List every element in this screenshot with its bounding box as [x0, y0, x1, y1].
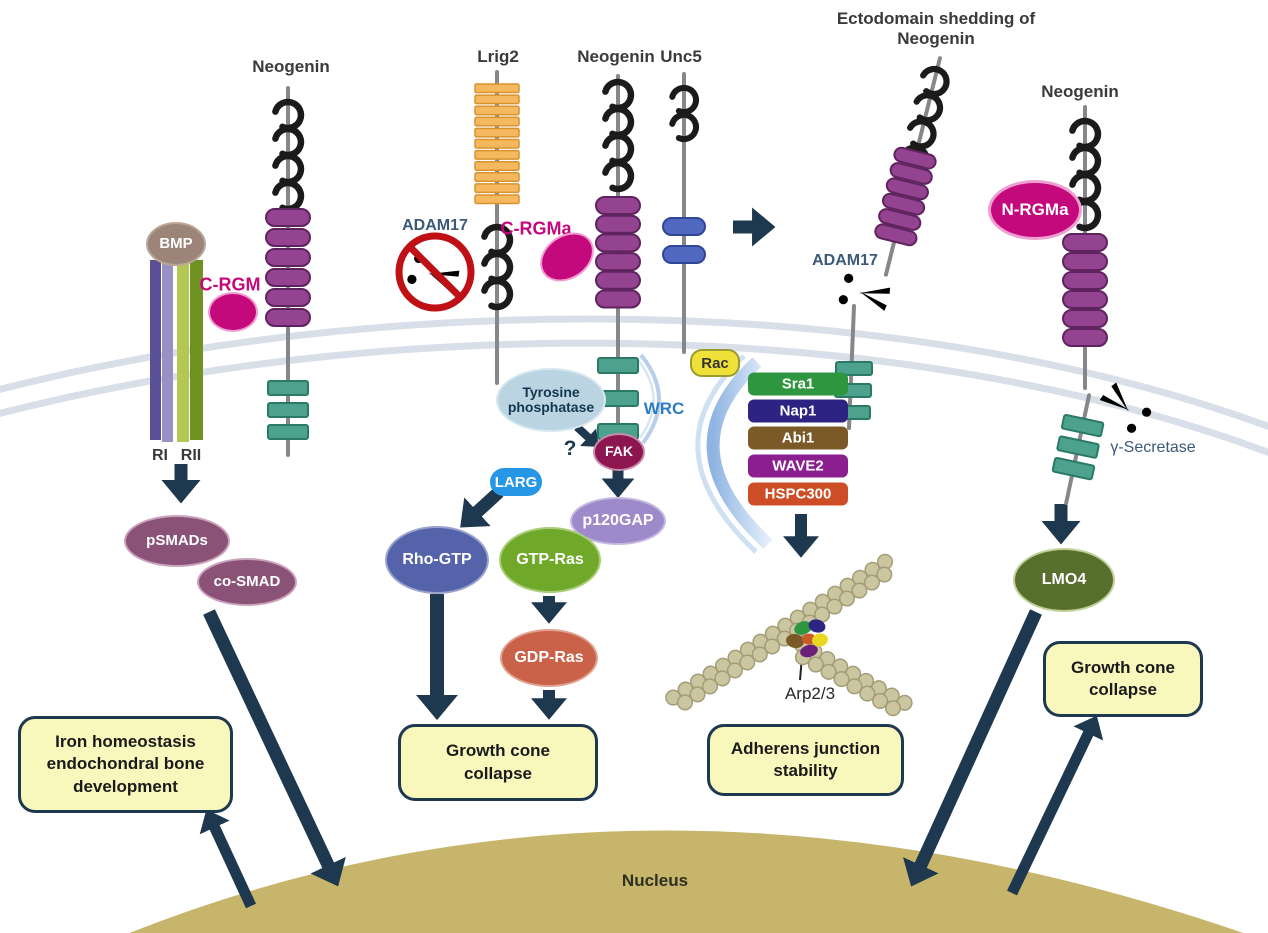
n-rgma-ligand: N-RGMa: [988, 180, 1082, 240]
neogenin-right-label: Neogenin: [1041, 82, 1119, 101]
arp23-label: Arp2/3: [784, 684, 836, 703]
tyrosine-phosphatase-node: Tyrosine phosphatase: [496, 368, 606, 432]
wrc-subunit-sra1: Sra1: [748, 372, 848, 396]
growth-cone-collapse-right-text: Growth cone collapse: [1071, 657, 1175, 699]
growth-cone-collapse-box-mid: Growth cone collapse: [398, 724, 598, 801]
c-rgm-ligand: [208, 292, 258, 332]
wrc-label: WRC: [643, 399, 685, 418]
rho-gtp-node: Rho-GTP: [385, 526, 489, 594]
wrc-subunit-hspc300: HSPC300: [748, 482, 848, 506]
gdp-ras-node: GDP-Ras: [500, 629, 598, 687]
lrig2-receptor: [474, 83, 520, 307]
iron-homeostasis-box: Iron homeostasis endochondral bone devel…: [18, 716, 233, 813]
unc5-label: Unc5: [660, 47, 702, 66]
nucleus-shape: [129, 830, 1244, 933]
bmp-receptor-bars: [150, 260, 203, 442]
neogenin-right-intracellular: [1051, 393, 1105, 505]
iron-homeostasis-text: Iron homeostasis endochondral bone devel…: [46, 731, 205, 796]
wrc-subunit-abi1: Abi1: [748, 426, 848, 450]
unc5-receptor: [662, 88, 706, 264]
neogenin-left-receptor: [265, 102, 311, 440]
adam17-label: ADAM17: [812, 252, 878, 269]
gtp-ras-node: GTP-Ras: [499, 527, 601, 593]
adam17-blocked-icon: [395, 232, 475, 312]
ri-label: RI: [152, 447, 168, 464]
adherens-junction-box: Adherens junction stability: [707, 724, 904, 796]
arp23-complex-icon: [786, 619, 828, 658]
rii-label: RII: [180, 447, 202, 464]
c-rgm-label: C-RGM: [199, 274, 261, 295]
adam17-scissors-icon: [837, 272, 892, 315]
wrc-subunit-nap1: Nap1: [748, 399, 848, 423]
adam17-blocked-label: ADAM17: [402, 217, 468, 234]
neogenin-left-label: Neogenin: [252, 57, 330, 76]
pathway-arrows: [161, 207, 1104, 909]
nucleus-label: Nucleus: [621, 871, 689, 890]
adherens-junction-text: Adherens junction stability: [730, 738, 881, 780]
shed-neogenin-stub: [833, 361, 873, 420]
arrow-cosmad-to-nucleus: [203, 609, 346, 887]
gamma-secretase-label: γ-Secretase: [1110, 439, 1196, 456]
rac-node: Rac: [690, 349, 740, 377]
question-mark-label: ?: [563, 437, 577, 460]
lrig2-label: Lrig2: [477, 47, 519, 66]
prohibition-bar-icon: [407, 244, 463, 300]
arrow-lmo4-to-nucleus: [903, 609, 1042, 887]
prohibition-circle-icon: [395, 232, 475, 312]
ectodomain-shedding-title: Ectodomain shedding of Neogenin: [836, 9, 1036, 48]
wrc-receptor-arc: [637, 353, 661, 445]
fak-node: FAK: [593, 433, 645, 471]
larg-node: LARG: [490, 468, 542, 496]
growth-cone-collapse-mid-text: Growth cone collapse: [446, 741, 550, 783]
wrc-arc: [695, 354, 773, 554]
bmp-ligand: BMP: [146, 222, 206, 266]
co-smad-node: co-SMAD: [197, 558, 297, 606]
c-rgma-label: C-RGMa: [500, 218, 572, 239]
psmads-node: pSMADs: [124, 515, 230, 567]
lmo4-node: LMO4: [1013, 548, 1115, 612]
arrow-phosphatase-to-fak: [574, 424, 599, 447]
wrc-subunit-wave2: WAVE2: [748, 454, 848, 478]
growth-cone-collapse-box-right: Growth cone collapse: [1043, 641, 1203, 717]
shed-neogenin-ectodomain: [874, 56, 961, 277]
arrow-larg-to-rhogtp: [460, 487, 504, 528]
arrow-nucleus-to-collapse-right: [1007, 715, 1104, 896]
neogenin-right-receptor: [1062, 121, 1108, 347]
neogenin-mid-label: Neogenin: [577, 47, 655, 66]
tyrosine-phosphatase-text: Tyrosine phosphatase: [507, 383, 595, 415]
arrow-nucleus-to-iron-box: [199, 809, 256, 909]
